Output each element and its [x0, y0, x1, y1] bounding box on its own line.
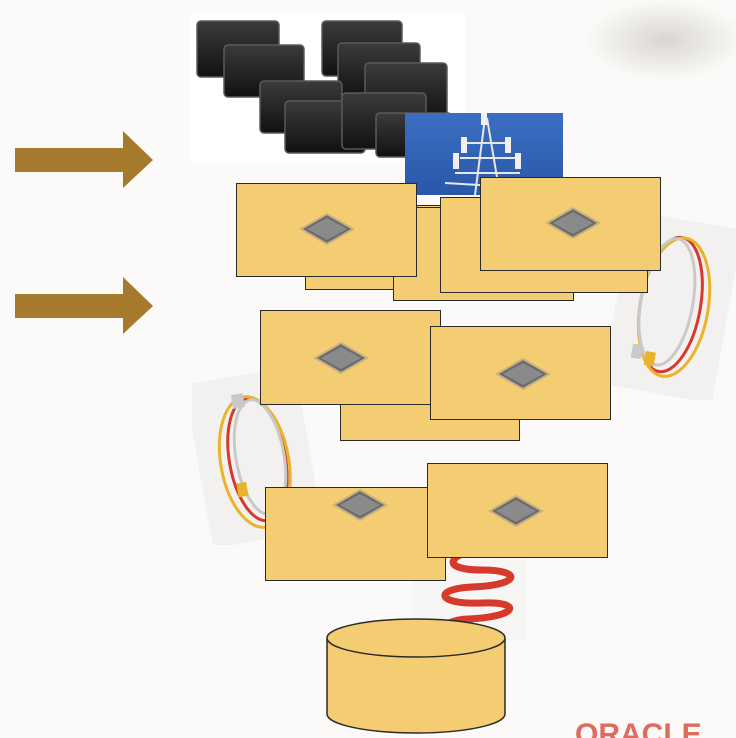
- devices-image: [190, 13, 465, 163]
- microchip-icon: [488, 494, 544, 528]
- decorative-blur: [585, 0, 736, 80]
- server-box: [427, 463, 608, 558]
- microchip-icon: [332, 488, 388, 522]
- right-arrow-icon: [15, 131, 153, 188]
- server-box: [260, 310, 441, 405]
- tablet-device-icon: [196, 20, 453, 158]
- microchip-icon: [545, 206, 601, 240]
- svg-text:ORACLE: ORACLE: [575, 722, 702, 738]
- right-arrow-icon: [15, 277, 153, 334]
- database-cylinder-icon: [326, 618, 506, 734]
- microchip-icon: [313, 341, 369, 375]
- microchip-icon: [495, 357, 551, 391]
- microchip-icon: [299, 212, 355, 246]
- server-box: [480, 177, 661, 271]
- server-box: [430, 326, 611, 420]
- server-box: [265, 487, 446, 581]
- oracle-logo: ORACLE: [575, 722, 702, 738]
- server-box: [236, 183, 417, 277]
